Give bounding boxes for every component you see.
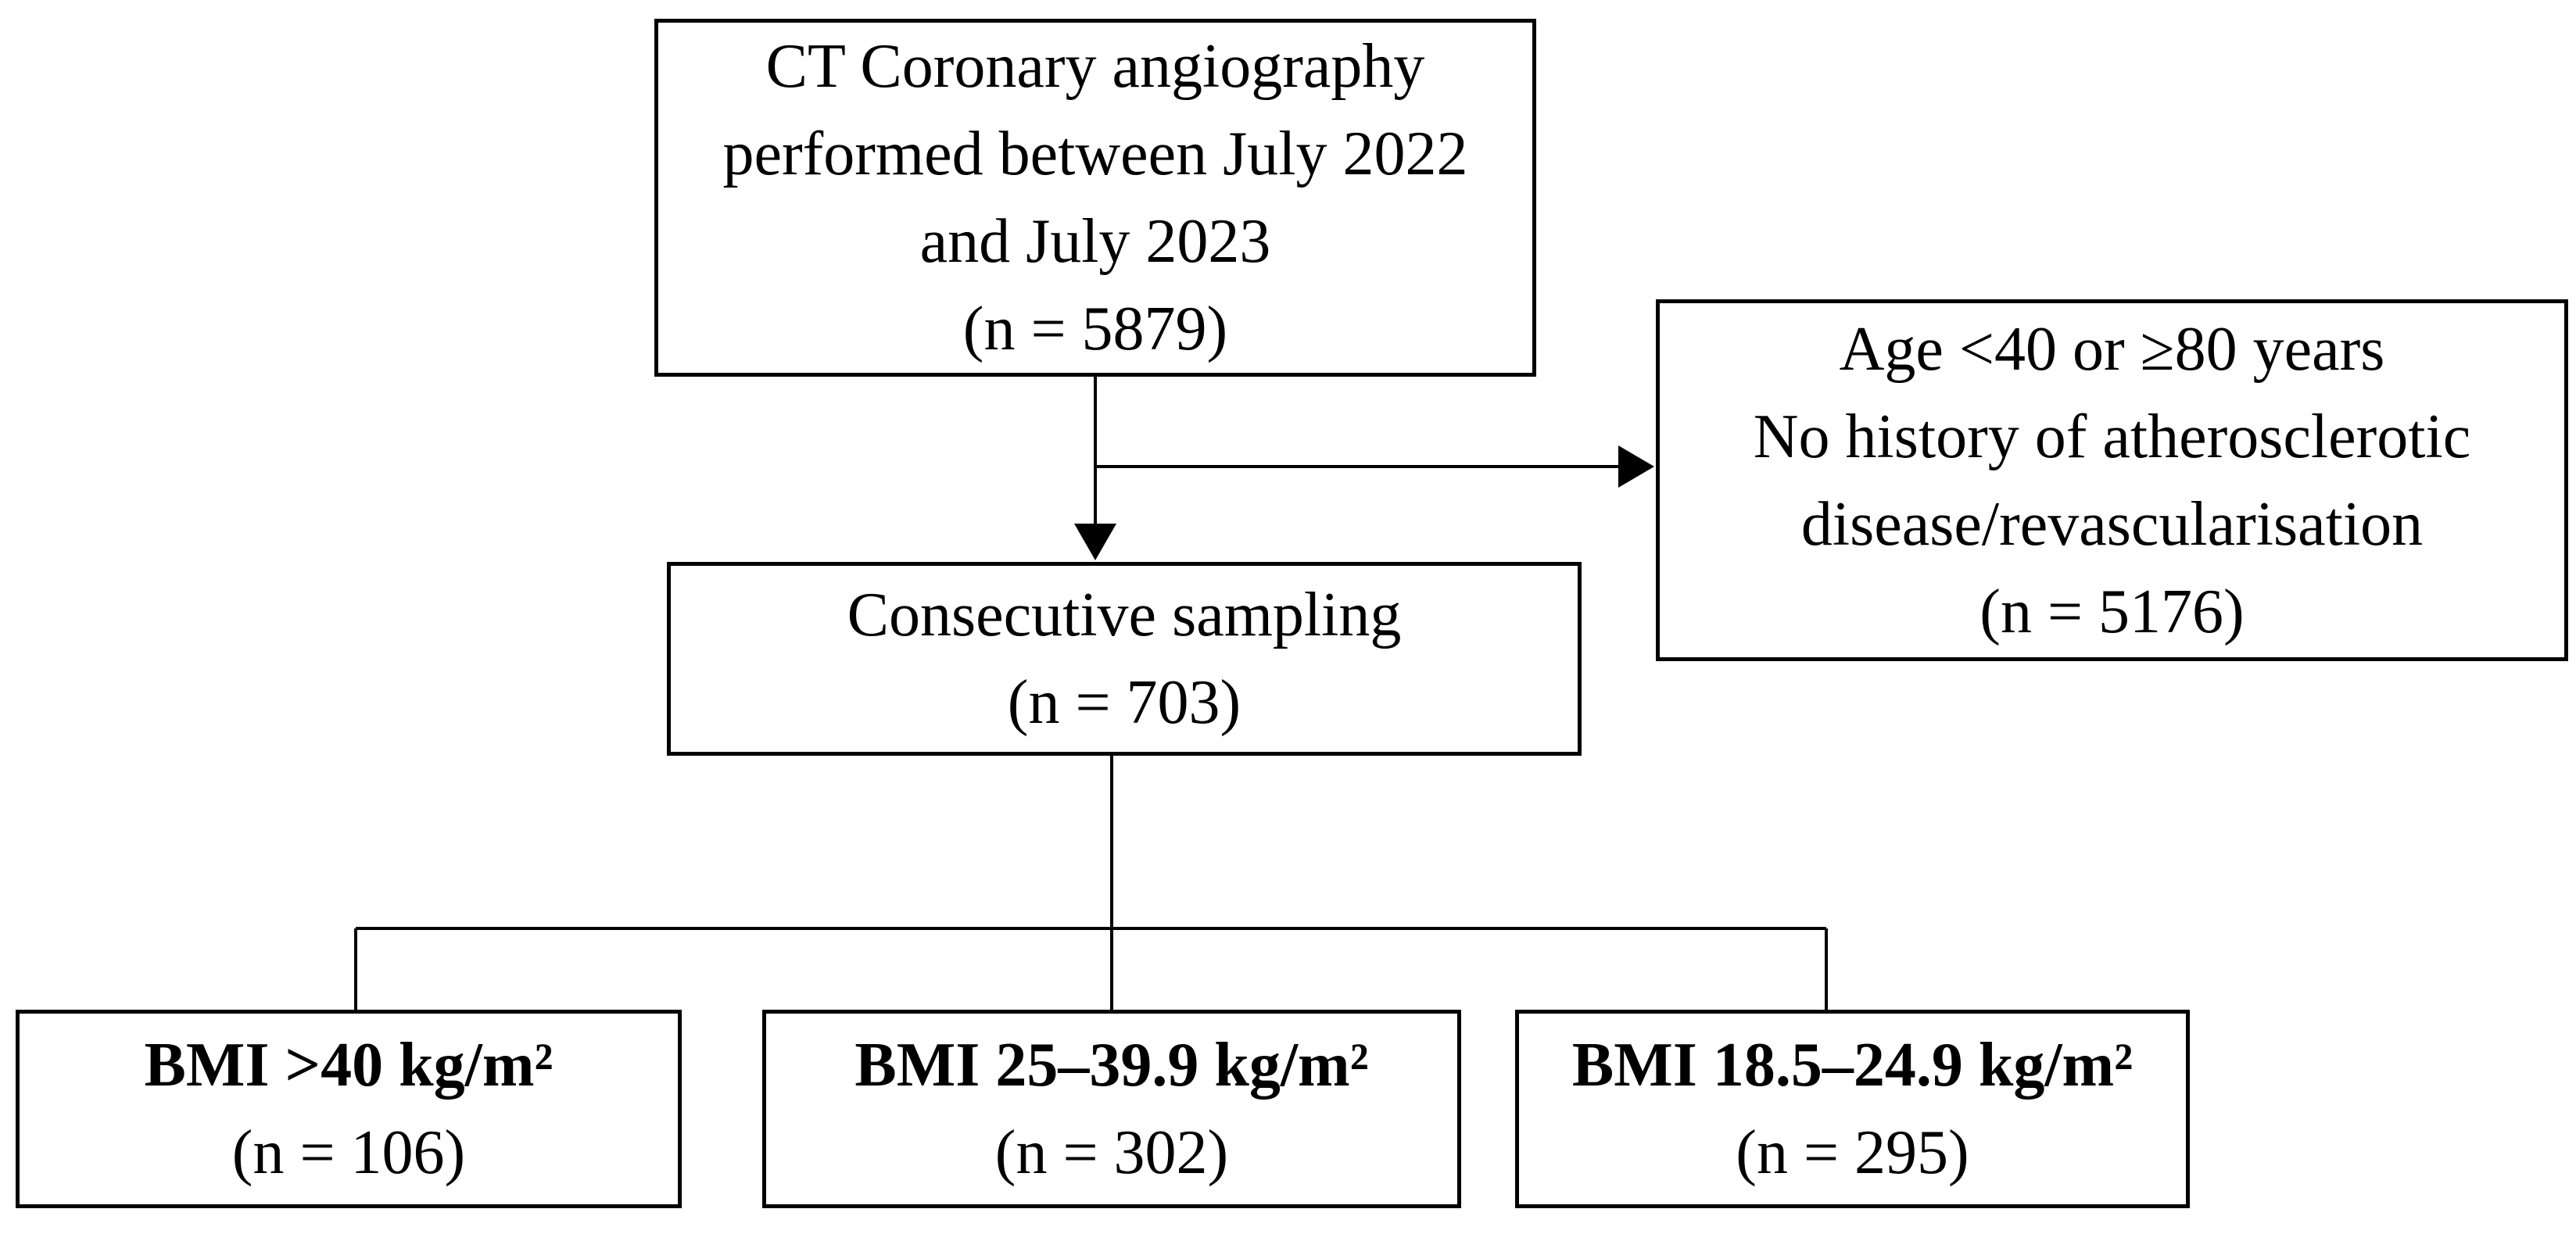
bmi-gt40-count: (n = 106) [231,1118,466,1187]
exclusion-line-2: No history of atherosclerotic [1753,402,2471,471]
exclusion-box: Age <40 or ≥80 years No history of ather… [1656,299,2568,661]
bmi-18-24-count: (n = 295) [1736,1118,1969,1187]
exclusion-line-1: Age <40 or ≥80 years [1839,314,2385,384]
recruitment-count: (n = 5879) [962,295,1228,363]
bmi-gt40-label: BMI >40 kg/m² [144,1031,554,1100]
sampling-count: (n = 703) [1007,668,1241,737]
recruitment-line-1: CT Coronary angiography [765,32,1425,101]
bmi-25-39-label: BMI 25–39.9 kg/m² [854,1031,1369,1100]
recruitment-line-2: performed between July 2022 [722,120,1468,188]
bmi-18-24-label: BMI 18.5–24.9 kg/m² [1571,1031,2134,1100]
exclusion-count: (n = 5176) [1979,577,2245,646]
bmi-18-24-box: BMI 18.5–24.9 kg/m² (n = 295) [1515,1010,2190,1208]
sampling-line-1: Consecutive sampling [847,581,1402,649]
arrowhead-down-icon [1074,524,1116,560]
bmi-25-39-box: BMI 25–39.9 kg/m² (n = 302) [762,1010,1461,1208]
recruitment-line-3: and July 2023 [919,207,1271,276]
sampling-box: Consecutive sampling (n = 703) [667,562,1582,756]
bmi-gt40-box: BMI >40 kg/m² (n = 106) [16,1010,682,1208]
recruitment-box: CT Coronary angiography performed betwee… [654,19,1536,377]
bmi-25-39-count: (n = 302) [994,1118,1229,1187]
arrowhead-right-icon [1618,445,1654,488]
exclusion-line-3: disease/revascularisation [1800,489,2424,559]
